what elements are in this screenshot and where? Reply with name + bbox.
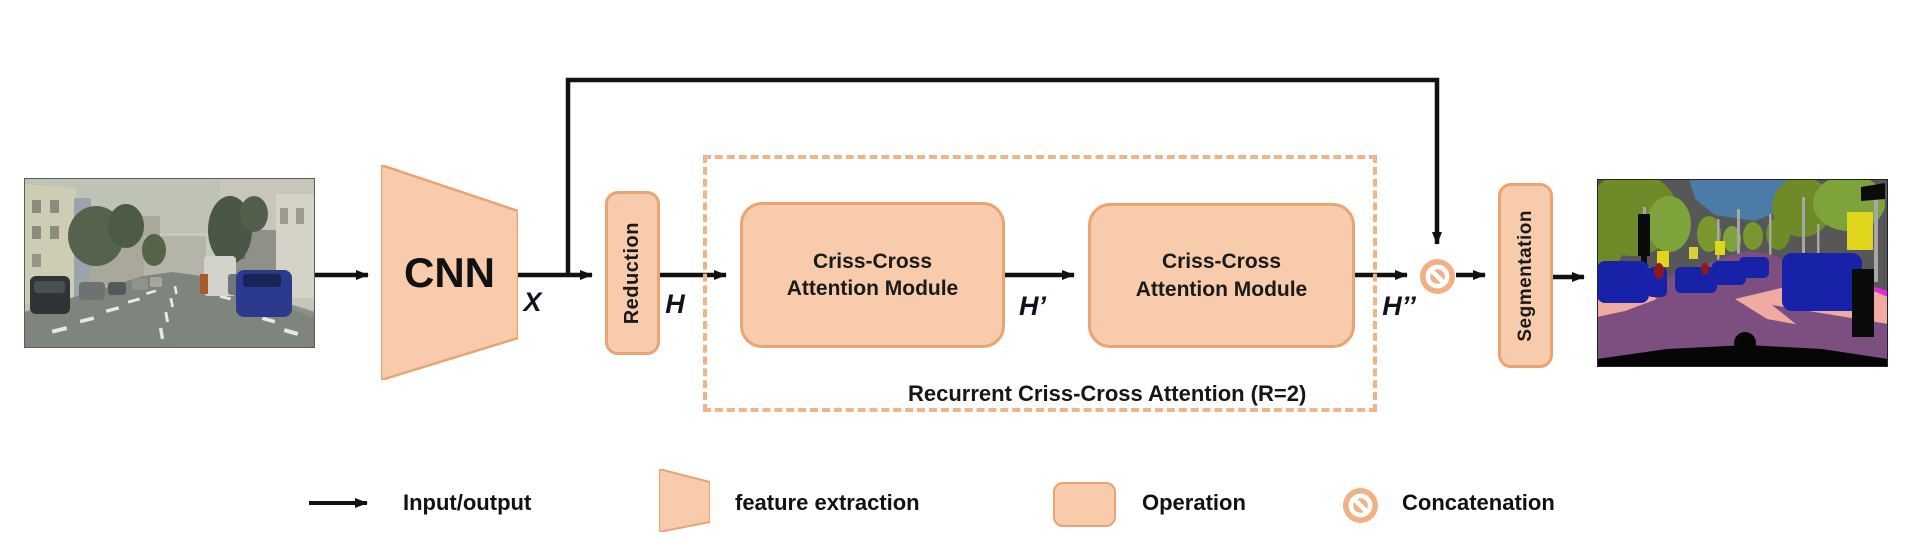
reduction-box: Reduction	[605, 191, 660, 355]
module1-line1: Criss-Cross	[812, 249, 933, 273]
legend-feature-extraction-label: feature extraction	[735, 490, 920, 515]
segmentation-box: Segmentation	[1498, 183, 1553, 368]
signal-label-h: H	[665, 289, 685, 319]
signal-label-x: X	[523, 287, 542, 317]
legend-input-output-label: Input/output	[403, 490, 532, 515]
segmentation-output-image	[1597, 179, 1888, 367]
criss-cross-attention-module-2: Criss-Cross Attention Module	[1088, 203, 1355, 348]
cnn-label: CNN	[404, 248, 495, 296]
rcca-group-box	[703, 155, 1377, 412]
reduction-label: Reduction	[621, 221, 643, 325]
legend-feature-extraction-icon	[659, 469, 710, 532]
segmentation-label: Segmentation	[1514, 209, 1536, 342]
cnn-trapezoid-shape	[381, 165, 518, 380]
signal-label-h-double-prime: H’’	[1382, 291, 1416, 321]
skip-connection-line	[565, 77, 1442, 275]
signal-label-h-prime: H’	[1019, 291, 1046, 321]
concatenation-icon	[1420, 259, 1455, 294]
criss-cross-attention-module-1: Criss-Cross Attention Module	[740, 202, 1005, 348]
module2-line2: Attention Module	[1135, 277, 1308, 301]
rcca-group-caption: Recurrent Criss-Cross Attention (R=2)	[908, 381, 1307, 406]
legend-operation-icon	[1053, 482, 1116, 527]
legend-concatenation-label: Concatenation	[1402, 490, 1555, 515]
module2-line1: Criss-Cross	[1161, 250, 1282, 274]
module1-line2: Attention Module	[786, 277, 959, 300]
input-street-image	[24, 178, 315, 348]
legend-arrow-icon	[309, 498, 368, 508]
legend-operation-label: Operation	[1142, 490, 1246, 515]
legend-concatenation-icon	[1343, 488, 1378, 523]
